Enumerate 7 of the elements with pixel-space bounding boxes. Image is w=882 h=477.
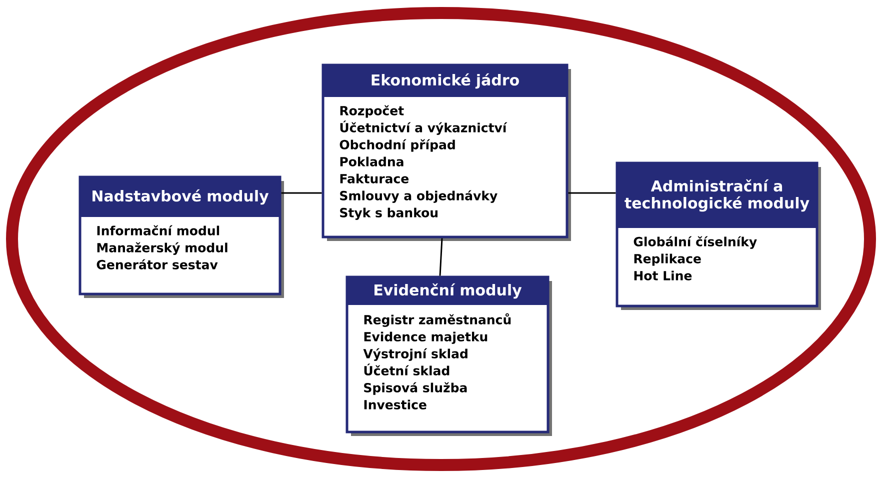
connector-line (568, 192, 616, 194)
connector-line (439, 238, 443, 276)
module-box: Evidenční moduly Registr zaměstnanců Evidence majetku Výstrojní sklad Účetní sklad Spisová služba Investice (346, 276, 552, 436)
module-box: Nadstavbové moduly Informační modul Manažerský modul Generátor sestav (78, 176, 284, 298)
module-box: Administrační a technologické moduly Globální číselníky Replikace Hot Line (616, 162, 821, 310)
connector-line (281, 192, 322, 194)
module-box: Ekonomické jádro Rozpočet Účetnictví a výkaznictví Obchodní případ Pokladna Fakturace Smlouvy a objednávky Styk s bankou (322, 64, 571, 241)
